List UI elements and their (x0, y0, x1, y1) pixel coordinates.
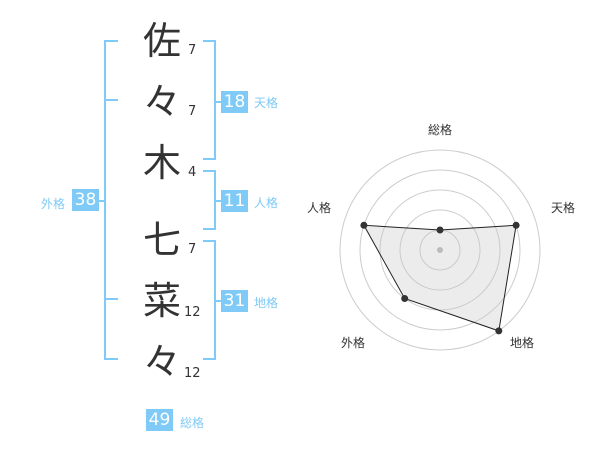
radar-point-0 (436, 226, 444, 234)
name-char-5: 菜 (142, 279, 181, 323)
radar-series-polygon (363, 224, 517, 332)
radar-point-3 (401, 295, 409, 302)
radar-axis-label-gaikaku: 外格 (341, 336, 366, 350)
gaikaku-badge: 38 (72, 189, 99, 211)
tenkaku-label: 天格 (254, 96, 279, 110)
radar-chart (339, 149, 541, 351)
radar-point-4 (360, 221, 368, 229)
jinkaku-badge: 11 (221, 190, 248, 212)
radar-point-2 (495, 327, 503, 335)
tenkaku-badge: 18 (221, 91, 248, 113)
radar-axis-label-soukaku: 総格 (428, 123, 453, 137)
soukaku-label: 総格 (180, 416, 205, 430)
gaikaku-label: 外格 (41, 197, 66, 211)
stroke-count-5: 12 (184, 305, 201, 320)
jinkaku-label: 人格 (254, 196, 279, 210)
name-char-6: 々 (142, 340, 181, 384)
radar-axis-label-tenkaku: 天格 (551, 201, 576, 215)
radar-grid-ring (399, 209, 481, 291)
chikaku-bracket-connector (214, 300, 222, 302)
name-char-1: 佐 (142, 19, 181, 63)
radar-grid-ring (339, 149, 541, 351)
stroke-count-2: 7 (188, 104, 197, 119)
tenkaku-bracket (203, 40, 216, 160)
radar-grid-ring (379, 189, 501, 311)
radar-grid-ring (359, 169, 521, 331)
name-char-2: 々 (142, 80, 181, 124)
gaikaku-bracket-tick (104, 298, 118, 300)
gaikaku-bracket-tick (104, 99, 118, 101)
radar-axis-label-jinkaku: 人格 (307, 201, 332, 215)
radar-point-1 (512, 221, 520, 229)
radar-center-dot (437, 247, 443, 253)
jinkaku-bracket-connector (214, 200, 222, 202)
name-char-4: 七 (142, 218, 181, 262)
soukaku-badge: 49 (146, 409, 173, 431)
radar-axis-label-chikaku: 地格 (510, 336, 535, 350)
chikaku-badge: 31 (221, 290, 248, 312)
chikaku-label: 地格 (254, 296, 279, 310)
name-char-3: 木 (142, 141, 181, 185)
gaikaku-bracket (104, 40, 118, 360)
gaikaku-bracket-connector (98, 200, 106, 202)
tenkaku-bracket-connector (214, 101, 222, 103)
stroke-count-3: 4 (188, 165, 197, 180)
stroke-count-1: 7 (188, 43, 197, 58)
stroke-count-4: 7 (188, 242, 197, 257)
stroke-count-6: 12 (184, 366, 201, 381)
